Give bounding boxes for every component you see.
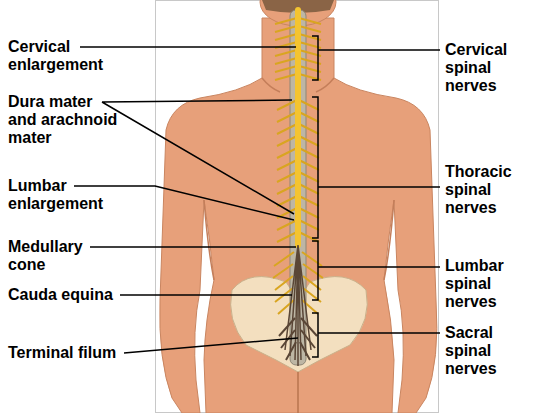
spinal-cord: [295, 10, 301, 245]
anatomy-label: Thoracic spinal nerves: [445, 163, 530, 217]
anatomy-label: Dura mater and arachnoid mater: [8, 93, 122, 147]
anatomy-label: Cervical enlargement: [8, 38, 118, 74]
leader-lines: [74, 36, 440, 357]
gluteal-cleft: [297, 372, 299, 413]
cauda-equina-fibres: [285, 245, 311, 366]
anatomy-label: Lumbar spinal nerves: [445, 257, 530, 311]
anatomy-label: Lumbar enlargement: [8, 177, 118, 213]
frame: [156, 1, 439, 413]
anatomy-label: Medullary cone: [8, 238, 108, 274]
anatomy-label: Cervical spinal nerves: [445, 41, 530, 95]
anatomy-label: Sacral spinal nerves: [445, 324, 530, 378]
anatomy-label: Cauda equina: [8, 286, 153, 304]
anatomy-label: Terminal filum: [8, 344, 153, 362]
